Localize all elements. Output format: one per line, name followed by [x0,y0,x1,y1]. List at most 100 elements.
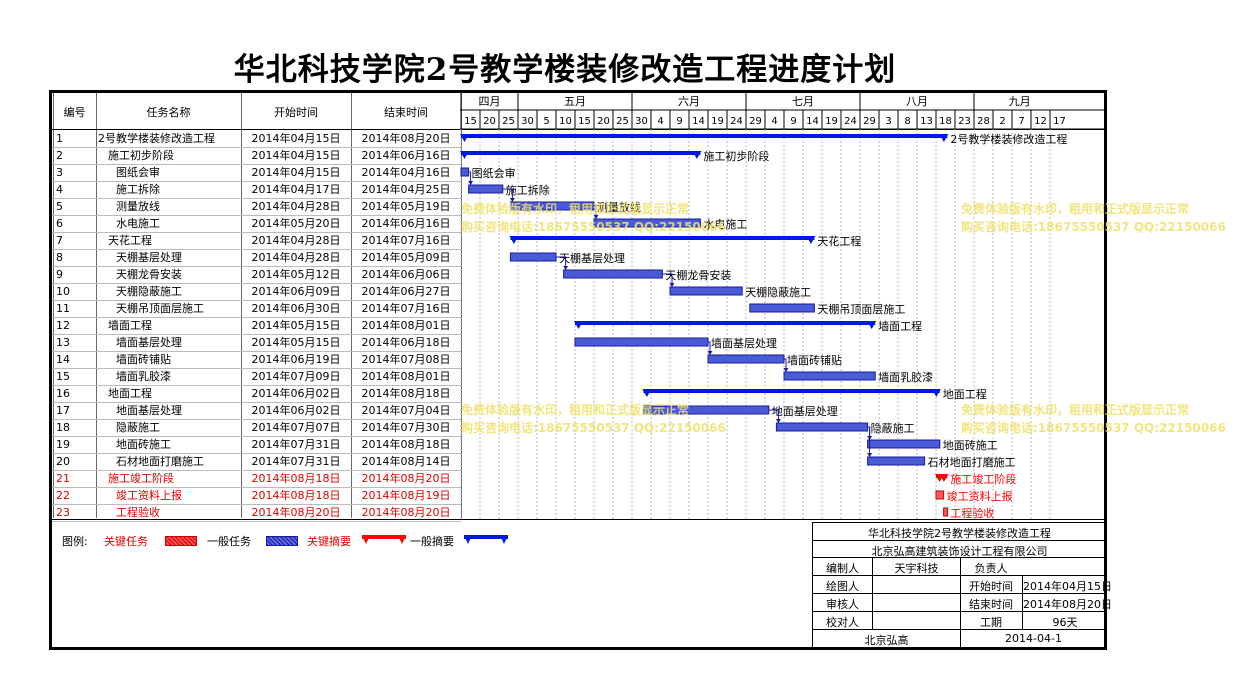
task-name: 隐蔽施工 [116,421,160,434]
task-no: 10 [56,285,70,298]
legend-prefix: 图例: [62,535,88,548]
task-start: 2014年04月28日 [251,251,341,264]
task-start: 2014年05月15日 [251,319,341,332]
task-no: 16 [56,387,70,400]
summary-start-cap [460,151,469,159]
row-divider [52,453,461,454]
tb-footer-left: 北京弘高 [864,634,909,647]
bar-label: 地面基层处理 [772,405,838,418]
task-end: 2014年08月20日 [361,506,451,519]
task-bar [509,201,595,211]
day-tick-label: 23 [958,116,971,127]
task-bar [574,337,709,347]
task-name: 地面砖施工 [116,438,171,451]
task-bar [935,490,945,500]
bar-label: 施工竣工阶段 [950,472,1016,486]
bar-label: 测量放线 [597,200,641,214]
day-tick-label: 12 [1034,116,1047,127]
bar-label: 石材地面打磨施工 [928,455,1016,469]
task-bar [593,218,701,228]
summary-start-cap [460,134,469,142]
dependency-arrowhead [669,283,675,287]
bar-label: 天棚龙骨安装 [665,268,731,282]
legend-normal-summary-label: 一般摘要 [410,535,454,548]
task-end: 2014年07月08日 [361,353,451,366]
bar-label: 隐蔽施工 [871,422,915,435]
task-name: 地面工程 [108,387,152,400]
summary-end-cap [692,151,702,159]
task-bar [783,371,876,381]
legend-normal-task-swatch [266,536,298,546]
legend-critical-task-swatch [165,536,197,546]
row-divider [52,232,461,233]
task-bar [707,354,785,364]
task-name: 水电施工 [116,217,160,230]
task-name: 天棚基层处理 [116,251,182,264]
bar-label: 天棚吊顶面层施工 [817,302,905,316]
row-divider [52,368,461,369]
tb-end-label: 结束时间 [969,598,1013,611]
dependency-link [556,256,567,270]
day-tick-label: 25 [502,116,515,127]
legend-normal-summary-swatch [464,535,508,544]
task-end: 2014年07月04日 [361,404,451,417]
tb-duration-label: 工期 [980,616,1002,629]
day-tick-label: 7 [1018,116,1024,127]
day-tick-label: 20 [597,116,610,127]
task-no: 8 [56,251,63,264]
dependency-arrowhead [867,453,873,457]
summary-bar [510,236,815,240]
bar-label: 墙面乳胶漆 [878,370,933,384]
summary-start-cap [574,321,583,329]
day-tick-label: 29 [749,116,762,127]
tb-duration: 96天 [1052,616,1078,629]
task-end: 2014年08月20日 [361,132,451,145]
task-no: 17 [56,404,70,417]
task-bar [943,507,949,517]
bar-label: 竣工资料上报 [947,489,1013,503]
task-bar [642,405,770,415]
task-end: 2014年06月16日 [361,149,451,162]
task-start: 2014年06月30日 [251,302,341,315]
month-label: 五月 [564,95,586,108]
task-no: 4 [56,183,63,196]
task-start: 2014年07月09日 [251,370,341,383]
task-end: 2014年08月01日 [361,319,451,332]
day-tick-label: 28 [977,116,990,127]
day-tick-label: 13 [920,116,933,127]
day-tick-label: 4 [771,116,777,127]
dependency-arrowhead [563,266,569,270]
row-divider [52,181,461,182]
bar-label: 天棚隐蔽施工 [745,285,811,299]
day-tick-label: 15 [578,116,591,127]
bar-label: 天花工程 [817,235,861,248]
dependency-link [867,426,871,457]
day-tick-label: 19 [825,116,838,127]
legend-critical-summary-label: 关键摘要 [307,535,351,548]
day-tick-label: 8 [904,116,910,127]
